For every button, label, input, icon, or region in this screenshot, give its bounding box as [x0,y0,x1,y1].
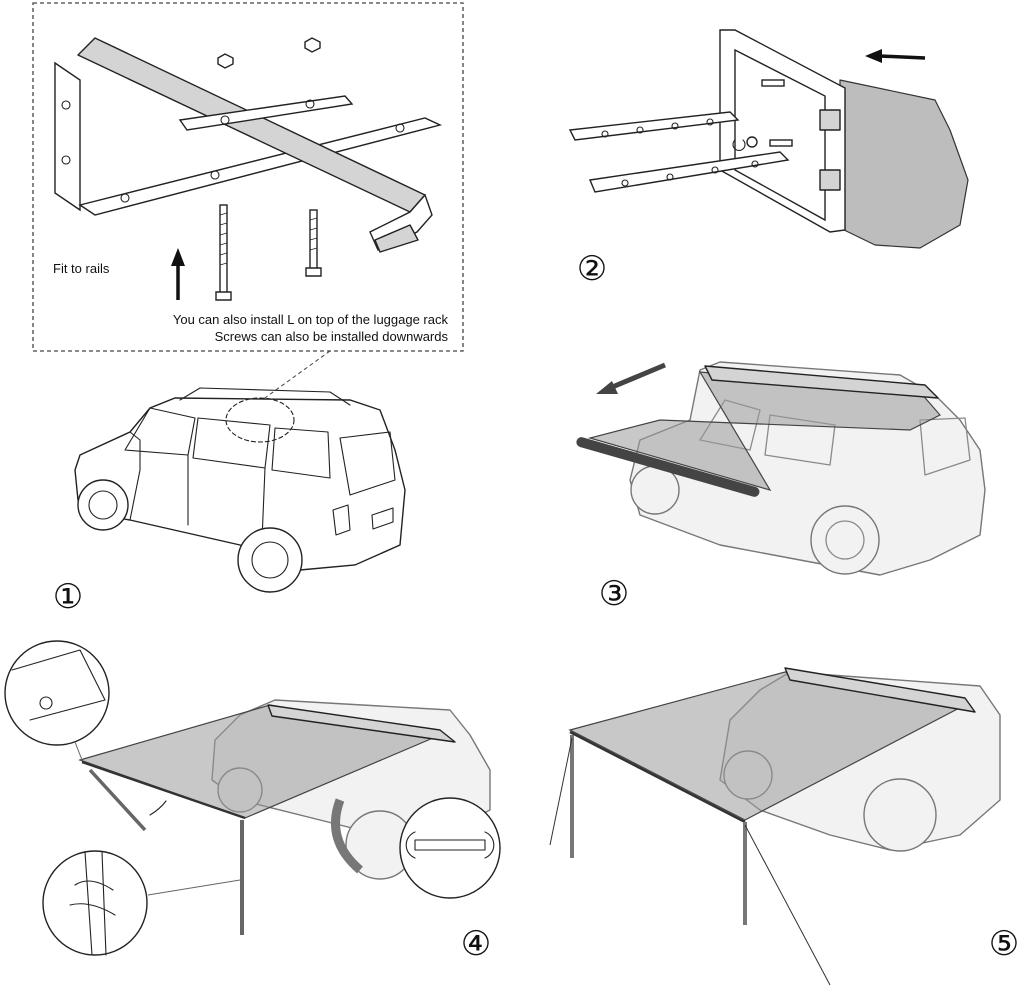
fit-to-rails-label: Fit to rails [53,261,110,276]
step-2-bracket [568,29,969,249]
detail-box: Fit to rails You can also install L on t… [32,2,464,352]
note-line-1: You can also install L on top of the lug… [173,312,449,327]
leader-line [261,350,331,401]
step-3-car [576,361,986,576]
note-line-2: Screws can also be installed downwards [215,329,449,344]
step-5-setup [549,667,1001,986]
step-1-car [74,387,406,593]
step-5-number: ⑤ [989,924,1019,964]
step-4-setup [4,640,501,956]
step-2-number: ② [577,249,607,289]
step-4-number: ④ [461,924,491,964]
step-1-number: ① [53,577,83,617]
step-3-number: ③ [599,574,629,614]
